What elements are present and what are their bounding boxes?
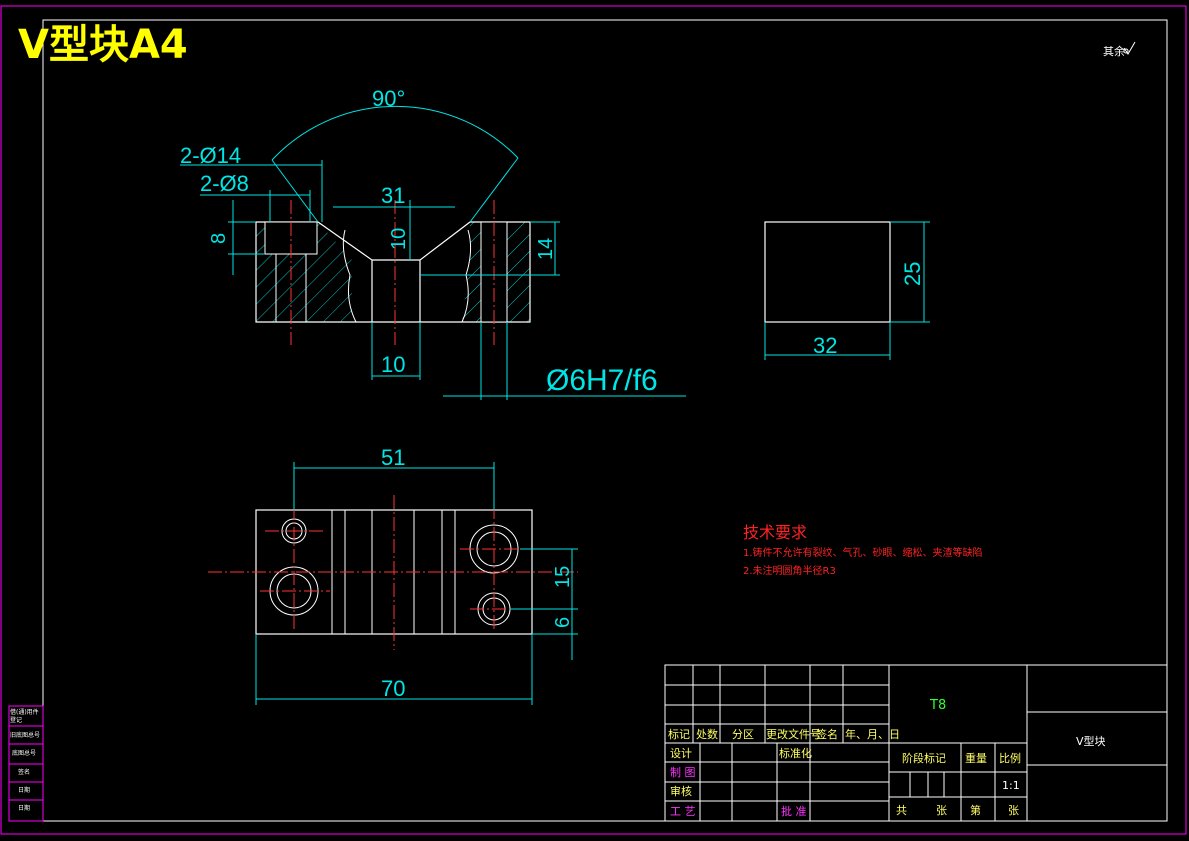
tb-sheet-no: 第 [970, 803, 981, 817]
dim-depth-8: 8 [208, 233, 230, 244]
side-label-1: 登记 [10, 716, 22, 724]
tb-header-4: 签名 [816, 727, 838, 741]
tb-header-1: 处数 [696, 728, 718, 741]
top-view [208, 462, 578, 705]
drawing-title: V型块A4 [18, 22, 188, 68]
side-strip [8, 705, 44, 822]
tb-scale-value: 1:1 [1002, 779, 1020, 792]
front-dimensions [180, 105, 686, 400]
dim-bottom-10: 10 [381, 352, 405, 377]
side-label-3: 底图总号 [12, 749, 36, 757]
tb-drafting: 制 图 [670, 766, 696, 779]
tb-sheets: 张 [936, 804, 947, 817]
dim-fit: Ø6H7/f6 [546, 364, 658, 397]
dim-hole-small: 2-Ø8 [200, 171, 249, 196]
dim-hole-large: 2-Ø14 [180, 143, 241, 168]
dim-side-width: 32 [813, 333, 837, 358]
dim-hole-pitch: 51 [381, 445, 405, 470]
title-block [664, 664, 1168, 822]
tb-weight: 重量 [965, 751, 987, 765]
tech-heading: 技术要求 [743, 523, 807, 542]
dim-v-width: 31 [381, 183, 405, 208]
tb-stage-mark: 阶段标记 [902, 751, 946, 765]
side-label-5: 日期 [18, 786, 30, 794]
tb-total: 共 [896, 804, 907, 817]
tb-sheet-unit: 张 [1008, 804, 1019, 817]
tb-part-name: V型块 [1076, 734, 1106, 748]
tech-item-2: 2.未注明圆角半径R3 [743, 564, 836, 577]
tb-material: T8 [929, 698, 946, 713]
outer-border [0, 5, 1187, 835]
dim-offset-6: 6 [552, 617, 574, 628]
tb-scale-label: 比例 [999, 751, 1021, 765]
side-label-2: 旧底图总号 [10, 731, 40, 739]
dim-depth-10: 10 [388, 228, 410, 250]
tb-process: 工 艺 [670, 805, 696, 818]
side-label-6: 日期 [18, 804, 30, 812]
dim-total-length: 70 [381, 676, 405, 701]
roughness-note: 其余 [1103, 44, 1125, 58]
roughness-icon [1123, 41, 1136, 55]
tech-item-1: 1.铸件不允许有裂纹、气孔、砂眼、缩松、夹渣等缺陷 [743, 546, 983, 559]
roughness-circle-icon [1123, 48, 1129, 54]
side-label-4: 签名 [18, 768, 30, 776]
tb-review: 审核 [670, 784, 692, 798]
dim-offset-15: 15 [552, 566, 574, 588]
tb-header-0: 标记 [668, 727, 690, 741]
tb-approve: 批 准 [781, 804, 807, 818]
dim-side-height: 25 [900, 262, 925, 286]
tb-header-3: 更改文件号 [766, 727, 821, 741]
dim-angle: 90° [372, 86, 405, 111]
inner-border [42, 19, 1168, 822]
tb-standardize: 标准化 [779, 746, 812, 760]
tb-header-2: 分区 [732, 728, 754, 741]
side-view [764, 221, 930, 360]
side-label-0: 借(通)用件 [10, 708, 39, 716]
tb-header-5: 年、月、日 [845, 727, 900, 741]
dim-height-14: 14 [535, 238, 557, 260]
tb-design: 设计 [670, 747, 692, 760]
front-view [255, 200, 531, 345]
